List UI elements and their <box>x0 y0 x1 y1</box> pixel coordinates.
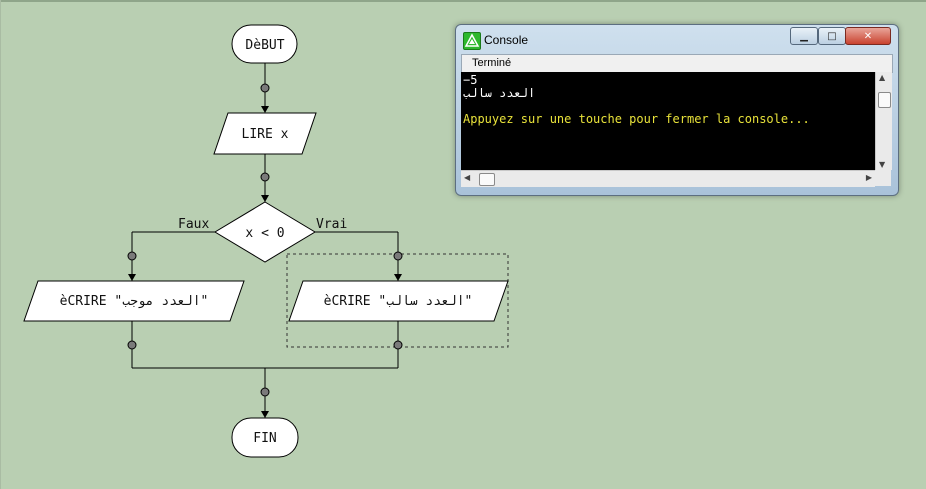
console-output[interactable]: −5 العدد سالب Appuyez sur une touche pou… <box>461 72 875 170</box>
maximize-icon: □ <box>827 30 837 42</box>
close-icon: ✕ <box>863 30 873 42</box>
status-tab-label: Terminé <box>472 57 512 69</box>
scroll-left-icon[interactable]: ◀ <box>464 173 471 182</box>
output-line-input: −5 <box>463 73 478 87</box>
maximize-button[interactable]: □ <box>818 27 846 45</box>
end-label: FIN <box>253 431 276 446</box>
console-app-icon <box>463 32 481 50</box>
scroll-down-icon[interactable]: ▼ <box>879 160 886 169</box>
connection-point[interactable] <box>260 172 270 182</box>
connection-point[interactable] <box>260 387 270 397</box>
decision-label: x < 0 <box>245 226 284 241</box>
connection-point[interactable] <box>127 251 137 261</box>
decision-node[interactable]: x < 0 <box>214 201 316 263</box>
console-status-bar: Terminé <box>461 54 893 73</box>
console-title: Console <box>484 33 529 47</box>
connection-point[interactable] <box>393 251 403 261</box>
connection-point[interactable] <box>127 340 137 350</box>
arrow-head <box>128 274 136 281</box>
end-node[interactable]: FIN <box>231 417 299 458</box>
arrow-head <box>261 106 269 113</box>
start-node[interactable]: DèBUT <box>231 24 298 64</box>
scroll-corner <box>875 170 891 186</box>
horizontal-scroll-thumb[interactable] <box>479 173 495 186</box>
write-false-node[interactable]: èCRIRE "العدد موجب" <box>23 280 245 322</box>
write-true-label: èCRIRE "العدد سالب" <box>324 294 473 309</box>
close-button[interactable]: ✕ <box>845 27 891 45</box>
top-border <box>0 0 926 2</box>
arrow-head <box>261 411 269 418</box>
write-false-label: èCRIRE "العدد موجب" <box>60 294 209 309</box>
arrow-head <box>394 274 402 281</box>
vertical-scrollbar[interactable]: ▲ ▼ <box>875 72 892 170</box>
horizontal-scrollbar[interactable]: ◀ ▶ <box>461 170 875 187</box>
connection-point[interactable] <box>393 340 403 350</box>
arrow-head <box>261 195 269 202</box>
connection-point[interactable] <box>260 83 270 93</box>
minimize-icon: ▁ <box>800 30 808 42</box>
scroll-right-icon[interactable]: ▶ <box>865 173 872 182</box>
left-border <box>0 0 1 489</box>
false-branch-label: Faux <box>178 217 209 232</box>
output-prompt: Appuyez sur une touche pour fermer la co… <box>463 112 810 126</box>
read-label: LIRE x <box>242 127 289 142</box>
read-node[interactable]: LIRE x <box>213 112 317 155</box>
start-label: DèBUT <box>245 38 284 53</box>
output-line-result: العدد سالب <box>463 86 536 100</box>
console-window[interactable]: Console ▁ □ ✕ Terminé −5 العدد سالب Appu… <box>455 24 899 196</box>
vertical-scroll-thumb[interactable] <box>878 92 891 108</box>
true-branch-label: Vrai <box>316 217 347 232</box>
scroll-up-icon[interactable]: ▲ <box>879 73 886 82</box>
minimize-button[interactable]: ▁ <box>790 27 818 45</box>
write-true-node[interactable]: èCRIRE "العدد سالب" <box>288 280 509 322</box>
